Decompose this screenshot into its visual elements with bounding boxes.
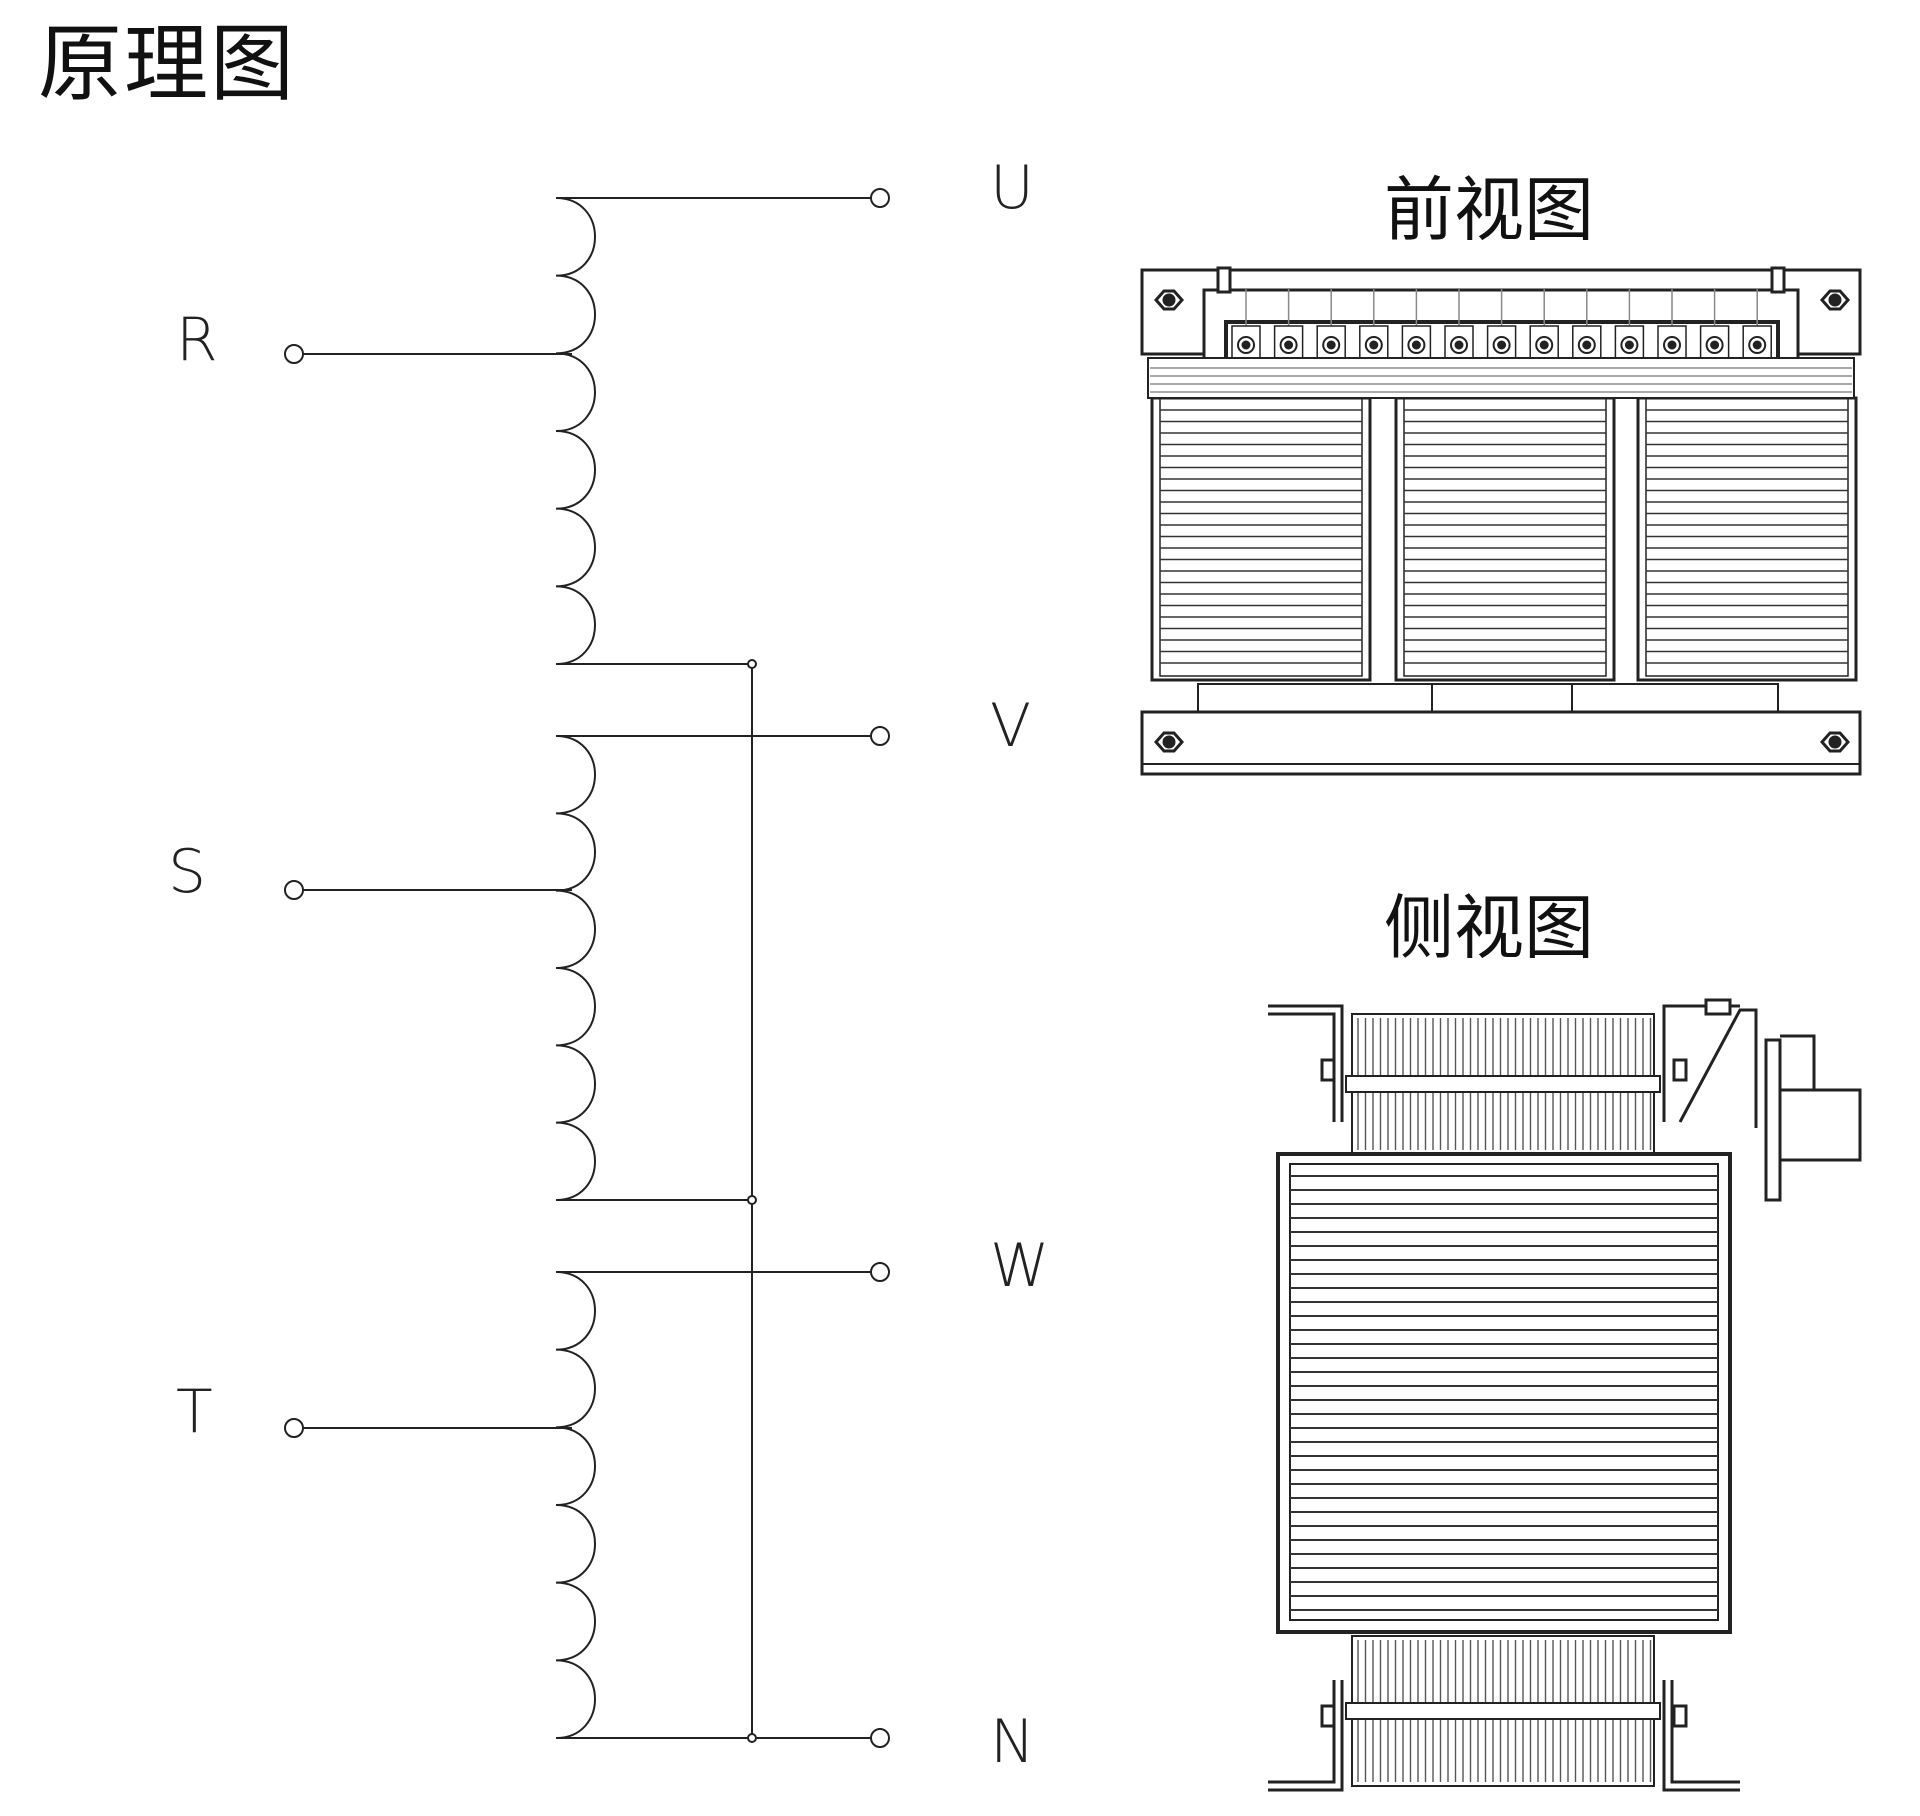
side-core-inner — [1289, 1163, 1719, 1621]
side-upper-coil — [1345, 1013, 1661, 1155]
front-view-drawing — [1140, 266, 1862, 776]
output-label-v: V — [990, 691, 1032, 761]
side-view-title: 侧视图 — [1384, 887, 1594, 969]
terminal-screw-center — [1624, 340, 1634, 350]
terminal-s — [284, 880, 304, 900]
terminal-screw-center — [1454, 340, 1464, 350]
input-label-r: R — [176, 305, 218, 375]
input-label-t: T — [176, 1377, 213, 1447]
coil-1 — [555, 197, 596, 665]
coil-2 — [555, 735, 596, 1201]
terminal-v — [870, 726, 890, 746]
terminal-n — [870, 1728, 890, 1748]
junction-3 — [747, 1733, 757, 1743]
output-label-u: U — [990, 153, 1034, 223]
terminal-w — [870, 1262, 890, 1282]
terminal-screw-center — [1539, 340, 1549, 350]
terminal-screw-center — [1710, 340, 1720, 350]
side-terminal-plate — [1764, 1038, 1782, 1202]
side-foot-left — [1268, 1680, 1344, 1792]
output-label-n: N — [990, 1707, 1035, 1777]
terminal-screw-center — [1667, 340, 1677, 350]
side-core — [1276, 1152, 1732, 1634]
terminal-r — [284, 344, 304, 364]
terminal-screw-center — [1284, 340, 1294, 350]
terminal-screw-center — [1411, 340, 1421, 350]
input-label-s: S — [168, 837, 207, 907]
side-terminal-box — [1778, 1088, 1862, 1162]
terminal-t — [284, 1418, 304, 1438]
side-terminal-arm — [1678, 1008, 1758, 1128]
bolt-bottom-left — [1153, 731, 1185, 753]
side-foot-right — [1662, 1680, 1740, 1792]
side-bracket-upper-left — [1268, 1004, 1344, 1122]
bolt-top-left — [1153, 289, 1185, 311]
terminal-screw-center — [1497, 340, 1507, 350]
output-label-w: W — [990, 1231, 1050, 1301]
bolt-bottom-right — [1819, 731, 1851, 753]
junction-1 — [747, 659, 757, 669]
terminal-screw-center — [1241, 340, 1251, 350]
coils — [555, 197, 596, 1739]
terminal-screw-center — [1326, 340, 1336, 350]
coil-band — [1345, 1702, 1661, 1720]
page-title: 原理图 — [38, 15, 297, 113]
front-post-left — [1216, 266, 1232, 294]
schematic — [284, 188, 890, 1748]
front-spacer — [1197, 683, 1779, 713]
coil-3 — [555, 1271, 596, 1739]
terminal-u — [870, 188, 890, 208]
junction-2 — [747, 1195, 757, 1205]
bolt-top-right — [1819, 289, 1851, 311]
terminal-screw-center — [1582, 340, 1592, 350]
front-upper-yoke — [1147, 357, 1855, 399]
side-view-drawing — [1268, 998, 1862, 1792]
terminal-screw-center — [1752, 340, 1762, 350]
terminal-screw-center — [1369, 340, 1379, 350]
front-view-title: 前视图 — [1384, 169, 1594, 251]
side-laminations — [1289, 1163, 1719, 1621]
side-lower-coil — [1345, 1635, 1661, 1787]
front-coil-1 — [1150, 396, 1372, 682]
front-coils — [1147, 357, 1858, 682]
front-coil-2 — [1394, 396, 1616, 682]
front-post-right — [1770, 266, 1786, 294]
front-coil-3 — [1636, 396, 1858, 682]
coil-band — [1345, 1075, 1661, 1093]
